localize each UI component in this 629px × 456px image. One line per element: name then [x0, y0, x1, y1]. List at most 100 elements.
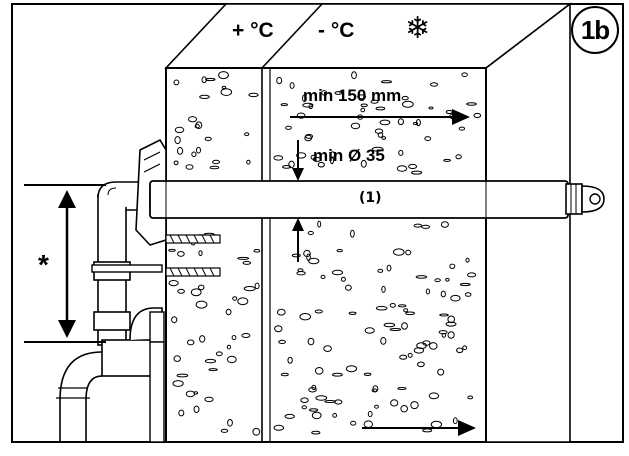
wall-pebble: [429, 342, 438, 350]
wall-pebble: [215, 351, 223, 357]
wall-pebble: [350, 122, 361, 130]
wall-pebble: [452, 417, 458, 425]
wall-pebble: [360, 159, 367, 168]
wall-pebble: [458, 126, 466, 131]
min-length-label: min 150 mm: [303, 86, 402, 105]
wall-pebble: [177, 288, 185, 294]
wall-pebble: [360, 107, 366, 113]
wall-pebble: [449, 263, 456, 269]
wall-pebble: [364, 327, 375, 334]
wall-pebble: [177, 251, 185, 257]
wall-pebble: [374, 404, 379, 409]
wall-pebble: [188, 116, 197, 123]
wall-pebble: [330, 151, 336, 159]
wall-pebble: [278, 339, 287, 344]
wall-pebble: [253, 249, 261, 253]
wall-pebble: [311, 430, 321, 435]
wall-pebble: [303, 249, 311, 258]
wall-pebble: [308, 257, 320, 265]
wall-pebble: [377, 268, 384, 273]
wall-pebble: [297, 268, 304, 273]
wall-pebble: [296, 152, 307, 159]
wall-pebble: [375, 305, 388, 311]
wall-pebble: [323, 345, 332, 353]
wall-pebble: [212, 159, 221, 165]
wall-pebble: [428, 106, 434, 110]
wall-pebble: [367, 410, 373, 418]
wall-pebble: [199, 335, 206, 343]
wall-pebble: [334, 91, 343, 95]
wall-pebble: [410, 401, 419, 410]
wall-pebble: [252, 427, 261, 436]
wall-pebble: [440, 290, 446, 298]
wall-pebble: [447, 315, 456, 324]
wall-pebble: [370, 99, 379, 104]
wall-pebble: [244, 132, 250, 137]
wall-pebble: [314, 309, 323, 314]
wall-pebble: [195, 300, 208, 309]
wall-pebble: [288, 160, 295, 169]
wall-pebble: [381, 285, 386, 293]
wall-pebble: [345, 365, 358, 373]
wall-pebble: [221, 85, 227, 90]
wall-pebble: [396, 165, 408, 172]
wall-pebble: [415, 119, 421, 127]
wall-pebble: [336, 249, 343, 253]
wall-pebble: [401, 95, 409, 101]
wall-pebble: [350, 420, 357, 426]
wall-pebble: [438, 330, 448, 335]
wall-pebble: [193, 405, 200, 413]
wall-pebble: [310, 154, 317, 160]
wall-pebble: [397, 387, 407, 390]
wall-pebble: [398, 304, 407, 308]
wall-pebble: [273, 424, 285, 431]
wall-pebble: [205, 77, 216, 82]
wall-pebble: [307, 337, 315, 346]
wall-pebble: [225, 308, 232, 316]
wall-pebble: [199, 94, 210, 100]
wall-pebble: [198, 250, 203, 257]
wall-pebble: [276, 76, 283, 85]
wall-pebble: [311, 411, 322, 420]
wall-pebble: [397, 118, 404, 126]
wall-pebble: [218, 71, 229, 80]
wall-pebble: [302, 102, 314, 108]
wall-pebble: [309, 408, 319, 412]
wall-pebble: [226, 355, 237, 364]
wall-pebble: [445, 321, 457, 327]
wall-pebble: [421, 224, 431, 229]
wall-pebble: [171, 316, 178, 324]
wall-pebble: [411, 170, 423, 175]
wall-pebble: [398, 149, 404, 156]
wall-pebble: [237, 256, 250, 260]
wall-pebble: [174, 136, 181, 145]
wall-pebble: [389, 328, 402, 331]
wall-pebble: [201, 76, 207, 84]
wall-pebble: [405, 249, 412, 256]
wall-pebble: [407, 352, 413, 358]
wall-pebble: [434, 278, 441, 283]
wall-pebble: [280, 372, 289, 377]
wall-pebble: [280, 103, 288, 107]
wall-pebble: [274, 325, 283, 333]
wall-pebble: [301, 405, 307, 410]
wall-pebble: [220, 88, 233, 96]
wall-pebble: [196, 146, 201, 154]
wall-pebble: [425, 288, 430, 295]
wall-pebble: [403, 308, 409, 313]
wall-pebble: [413, 347, 425, 354]
wall-pebble: [348, 311, 357, 315]
wall-pebble: [172, 380, 184, 387]
wall-pebble: [350, 229, 355, 238]
wall-pebble: [462, 345, 468, 351]
wall-pebble: [412, 122, 419, 125]
wall-pebble: [237, 297, 249, 306]
wall-pebble: [311, 384, 317, 391]
pipe-reference-label: (1): [359, 190, 382, 206]
wall-pebble: [371, 146, 384, 152]
wall-pebble: [381, 136, 387, 140]
wall-top-divider: [261, 3, 323, 69]
wall-pebble: [300, 397, 309, 404]
wall-pebble: [174, 126, 185, 134]
wall-anchors: [165, 234, 221, 277]
